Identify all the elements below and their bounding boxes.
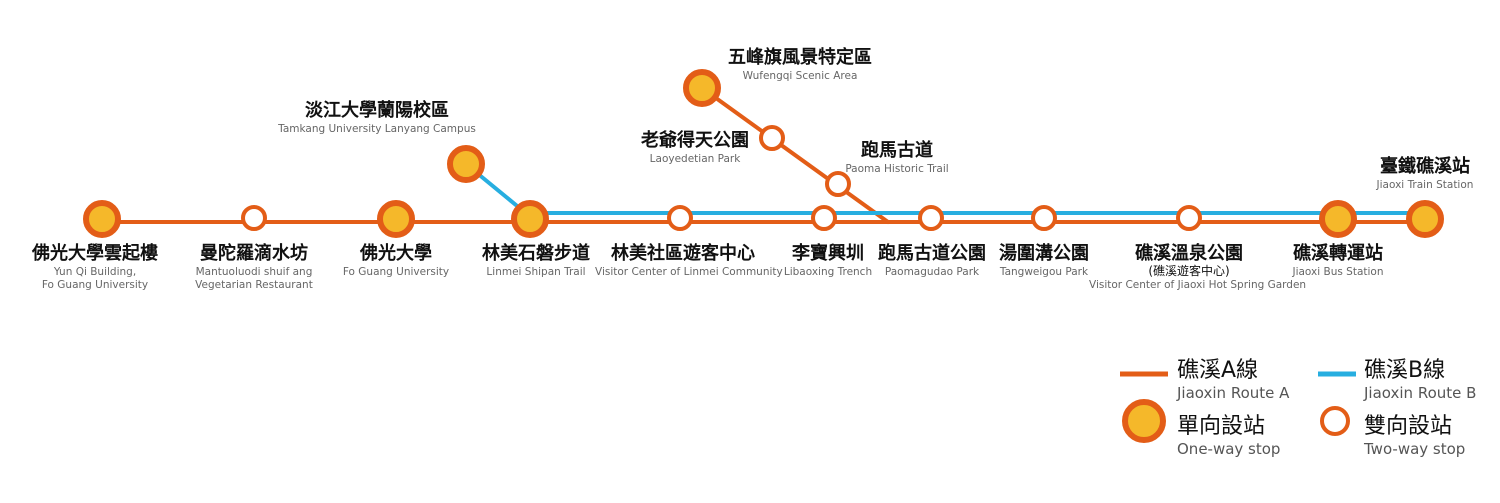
- label-hotspring-zh2: (礁溪遊客中心): [1148, 263, 1230, 278]
- legend-one-way-swatch: [1122, 399, 1166, 443]
- station-hotspring[interactable]: [1176, 205, 1202, 231]
- label-laoyedetian-en: Laoyedetian Park: [649, 152, 741, 165]
- station-paomagudao-park[interactable]: [918, 205, 944, 231]
- legend-route-a-en: Jiaoxin Route A: [1177, 384, 1290, 402]
- station-wufengqi[interactable]: [683, 69, 721, 107]
- label-mantuoluodi-en2: Vegetarian Restaurant: [195, 278, 313, 291]
- station-tangweigou[interactable]: [1031, 205, 1057, 231]
- station-linmei-trail-one-way-marker: [511, 200, 549, 238]
- label-linmei-center: 林美社區遊客中心 Visitor Center of Linmei Commun…: [595, 243, 783, 278]
- label-tangweigou: 湯圍溝公園 Tangweigou Park: [994, 243, 1094, 278]
- label-busstation: 礁溪轉運站 Jiaoxi Bus Station: [1283, 243, 1393, 278]
- label-linmei-center-en: Visitor Center of Linmei Community: [595, 265, 783, 278]
- station-laoyedetian[interactable]: [759, 125, 785, 151]
- label-yunqi-zh: 佛光大學雲起樓: [32, 243, 158, 264]
- station-trainstation-one-way-marker: [1406, 200, 1444, 238]
- legend-route-b: 礁溪B線 Jiaoxin Route B: [1364, 352, 1476, 402]
- label-hotspring-en: Visitor Center of Jiaoxi Hot Spring Gard…: [1089, 279, 1307, 292]
- label-paomagudao-park: 跑馬古道公園 Paomagudao Park: [872, 243, 992, 278]
- station-tamkang[interactable]: [447, 145, 485, 183]
- label-linmei-center-zh: 林美社區遊客中心: [611, 243, 755, 264]
- legend-one-way: 單向設站 One-way stop: [1177, 408, 1280, 458]
- station-busstation-one-way-marker: [1319, 200, 1357, 238]
- label-trainstation: 臺鐵礁溪站 Jiaoxi Train Station: [1370, 156, 1480, 191]
- label-tamkang: 淡江大學蘭陽校區 Tamkang University Lanyang Camp…: [277, 100, 477, 135]
- route-a-lines: [100, 86, 1427, 224]
- label-yunqi-en: Yun Qi Building,: [53, 265, 137, 278]
- legend-route-b-en: Jiaoxin Route B: [1364, 384, 1477, 402]
- station-linmei-center-two-way-marker: [667, 205, 693, 231]
- label-wufengqi-en: Wufengqi Scenic Area: [742, 69, 858, 82]
- label-paomagudao-park-en: Paomagudao Park: [884, 265, 980, 278]
- station-foguang[interactable]: [377, 200, 415, 238]
- station-libaoxing-two-way-marker: [811, 205, 837, 231]
- legend-route-a: 礁溪A線 Jiaoxin Route A: [1177, 352, 1289, 402]
- label-paoma-trail-en: Paoma Historic Trail: [845, 162, 949, 175]
- legend-two-way-swatch: [1320, 406, 1350, 436]
- label-foguang: 佛光大學 Fo Guang University: [336, 243, 456, 278]
- label-wufengqi: 五峰旗風景特定區 Wufengqi Scenic Area: [715, 47, 885, 82]
- station-tangweigou-two-way-marker: [1031, 205, 1057, 231]
- label-laoyedetian: 老爺得天公園 Laoyedetian Park: [630, 130, 760, 165]
- station-foguang-one-way-marker: [377, 200, 415, 238]
- label-busstation-en: Jiaoxi Bus Station: [1292, 265, 1384, 278]
- station-tamkang-one-way-marker: [447, 145, 485, 183]
- legend-graphics: [1120, 371, 1356, 443]
- label-wufengqi-zh: 五峰旗風景特定區: [728, 47, 872, 68]
- label-tangweigou-en: Tangweigou Park: [999, 265, 1089, 278]
- legend-one-way-zh: 單向設站: [1177, 414, 1266, 439]
- legend-route-a-zh: 礁溪A線: [1177, 358, 1259, 383]
- label-tamkang-en: Tamkang University Lanyang Campus: [278, 122, 476, 135]
- station-yunqi-one-way-marker: [83, 200, 121, 238]
- station-paoma-trail[interactable]: [825, 171, 851, 197]
- station-busstation[interactable]: [1319, 200, 1357, 238]
- label-paomagudao-park-zh: 跑馬古道公園: [878, 243, 986, 264]
- label-linmei-trail-zh: 林美石磐步道: [482, 243, 590, 264]
- label-hotspring: 礁溪溫泉公園 (礁溪遊客中心) Visitor Center of Jiaoxi…: [1089, 243, 1307, 292]
- legend-two-way: 雙向設站 Two-way stop: [1364, 408, 1465, 458]
- station-mantuoluodi[interactable]: [241, 205, 267, 231]
- label-mantuoluodi: 曼陀羅滴水坊 Mantuoluodi shuif ang Vegetarian …: [174, 243, 334, 291]
- label-libaoxing-en: Libaoxing Trench: [783, 265, 873, 278]
- legend-two-way-zh: 雙向設站: [1364, 414, 1453, 439]
- station-trainstation[interactable]: [1406, 200, 1444, 238]
- route-a-wufengqi-branch: [700, 86, 890, 224]
- label-tamkang-zh: 淡江大學蘭陽校區: [305, 100, 449, 121]
- label-linmei-trail: 林美石磐步道 Linmei Shipan Trail: [466, 243, 606, 278]
- label-mantuoluodi-zh: 曼陀羅滴水坊: [200, 243, 308, 264]
- label-trainstation-en: Jiaoxi Train Station: [1376, 178, 1474, 191]
- station-wufengqi-one-way-marker: [683, 69, 721, 107]
- label-foguang-en: Fo Guang University: [342, 265, 450, 278]
- label-trainstation-zh: 臺鐵礁溪站: [1380, 156, 1470, 177]
- label-yunqi: 佛光大學雲起樓 Yun Qi Building, Fo Guang Univer…: [20, 243, 170, 291]
- label-yunqi-en2: Fo Guang University: [41, 278, 149, 291]
- label-paoma-trail-zh: 跑馬古道: [861, 140, 933, 161]
- station-mantuoluodi-two-way-marker: [241, 205, 267, 231]
- label-libaoxing-zh: 李寶興圳: [792, 243, 864, 264]
- label-busstation-zh: 礁溪轉運站: [1293, 243, 1383, 264]
- station-hotspring-two-way-marker: [1176, 205, 1202, 231]
- station-paoma-trail-two-way-marker: [825, 171, 851, 197]
- legend-two-way-en: Two-way stop: [1364, 440, 1466, 458]
- station-libaoxing[interactable]: [811, 205, 837, 231]
- label-foguang-zh: 佛光大學: [360, 243, 432, 264]
- label-tangweigou-zh: 湯圍溝公園: [999, 243, 1089, 264]
- label-libaoxing: 李寶興圳 Libaoxing Trench: [774, 243, 882, 278]
- label-mantuoluodi-en: Mantuoluodi shuif ang: [195, 265, 313, 278]
- station-yunqi[interactable]: [83, 200, 121, 238]
- station-linmei-center[interactable]: [667, 205, 693, 231]
- legend-one-way-en: One-way stop: [1177, 440, 1281, 458]
- legend-route-b-zh: 礁溪B線: [1364, 358, 1446, 383]
- station-linmei-trail[interactable]: [511, 200, 549, 238]
- label-hotspring-zh: 礁溪溫泉公園: [1135, 243, 1243, 264]
- station-paomagudao-park-two-way-marker: [918, 205, 944, 231]
- label-paoma-trail: 跑馬古道 Paoma Historic Trail: [842, 140, 952, 175]
- label-laoyedetian-zh: 老爺得天公園: [641, 130, 749, 151]
- station-laoyedetian-two-way-marker: [759, 125, 785, 151]
- label-linmei-trail-en: Linmei Shipan Trail: [486, 265, 586, 278]
